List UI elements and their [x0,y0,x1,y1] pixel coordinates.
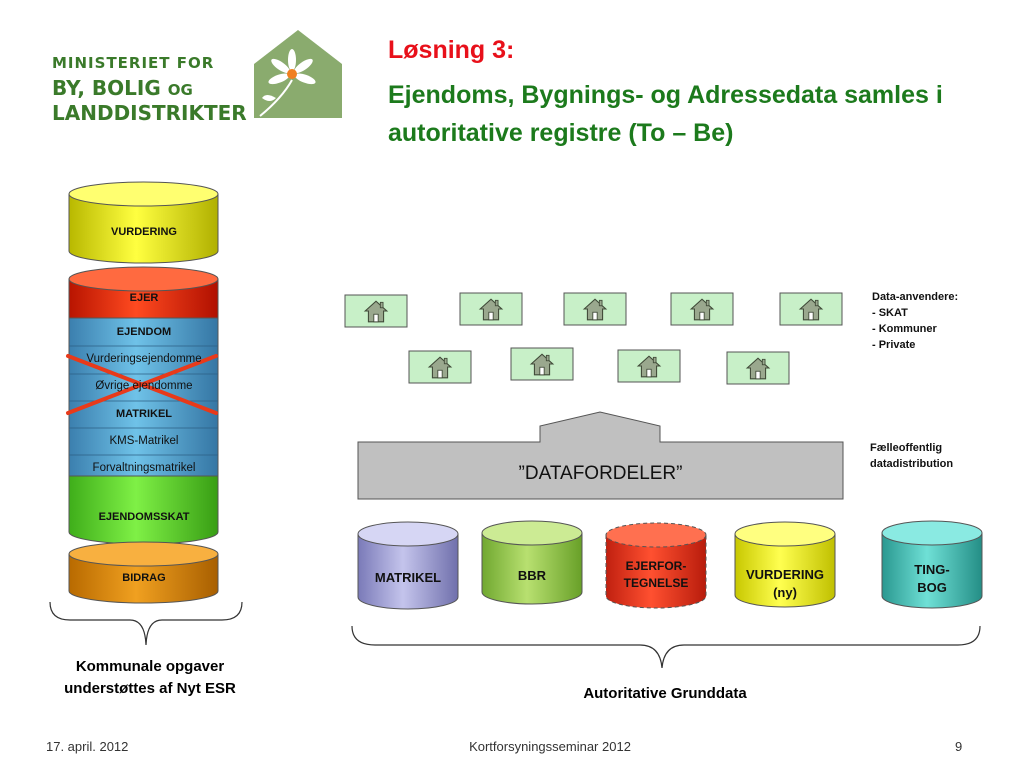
logo-line-3: LANDDISTRIKTER [52,101,247,125]
stack-label-bidrag: BIDRAG [122,572,166,584]
register-label-vurdering: VURDERING (ny) [735,566,835,602]
register-label-vurdering-1: VURDERING [745,567,824,582]
left-curly-brace [49,601,243,646]
footer-page-number: 9 [955,739,963,754]
register-label-ejerfortegnelse-1: EJERFOR- [625,559,687,573]
logo-line-1: MINISTERIET FOR [52,54,215,72]
stack-label-ejer: EJER [129,292,159,304]
slide-title-line-1: Løsning 3: [388,36,515,64]
data-users-note: Data-anvendere: - SKAT - Kommuner - Priv… [872,289,958,353]
data-users-item: - Kommuner [872,323,937,335]
stack-label-matrikel: MATRIKEL [115,408,172,420]
register-label-vurdering-2: (ny) [773,585,797,600]
slide-title-line-2: Ejendoms, Bygnings- og Adressedata samle… [388,81,943,147]
red-cross-mark [66,354,218,415]
stack-label-forvaltningsmatrikel: Forvaltningsmatrikel [92,462,196,474]
stack-label-vurderingsejendomme: Vurderingsejendomme [86,353,202,365]
stack-label-ovrige-ejendomme: Øvrige ejendomme [95,380,193,392]
stack-label-ejendomsskat: EJENDOMSSKAT [98,511,190,523]
register-tingbog-cylinder [881,520,983,609]
footer-date: 17. april. 2012 [46,739,129,754]
datafordeler-note-line-1: Fælleoffentlig [870,442,943,454]
register-ejerfortegnelse-cylinder [605,522,707,609]
logo-line-2-main: BY, BOLIG [52,76,161,100]
right-caption: Autoritative Grunddata [583,685,747,702]
data-users-item: - Private [872,339,916,351]
data-user-houses [344,292,843,385]
register-label-ejerfortegnelse-2: TEGNELSE [623,576,689,590]
datafordeler-note: Fælleoffentlig datadistribution [870,440,953,472]
logo-line-2: BY, BOLIG OG [52,76,193,100]
data-users-item: - SKAT [872,307,908,319]
register-matrikel-cylinder [357,521,459,610]
datafordeler-label: ”DATAFORDELER” [518,463,683,484]
register-label-tingbog: TING- BOG [882,561,982,597]
register-label-tingbog-2: BOG [917,580,947,595]
stack-ejendom-block [68,317,219,477]
logo-line-2-og: OG [167,81,193,99]
stack-vurdering-cylinder [68,181,219,264]
daisy-house-icon [254,30,342,118]
left-caption: Kommunale opgaver understøttes af Nyt ES… [64,658,236,697]
register-bbr-cylinder [481,520,583,605]
stack-bidrag-cylinder [68,541,219,604]
stack-ejendomsskat-cylinder [68,475,219,545]
right-curly-brace [351,625,981,669]
data-users-heading: Data-anvendere: [872,291,959,303]
datafordeler-note-line-2: datadistribution [870,458,954,470]
stack-label-kms-matrikel: KMS-Matrikel [109,435,179,447]
stack-label-ejendom: EJENDOM [116,326,172,338]
register-vurdering-cylinder [734,521,836,608]
register-label-bbr: BBR [517,568,547,583]
register-label-tingbog-1: TING- [914,562,950,577]
footer-event: Kortforsyningsseminar 2012 [469,739,631,754]
datafordeler-arrow [357,411,844,500]
register-label-ejerfortegnelse: EJERFOR- TEGNELSE [606,558,706,592]
register-label-matrikel: MATRIKEL [374,570,442,585]
stack-label-vurdering: VURDERING [110,226,177,238]
